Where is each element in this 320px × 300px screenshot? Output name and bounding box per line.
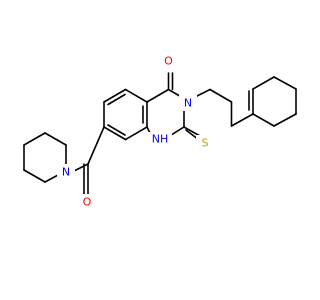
amide-oxygen-label: O [83,196,92,209]
molecule-structure: O N NH S N O [23,53,297,210]
bond [209,88,233,103]
bond [124,126,148,141]
bond [124,88,148,103]
bond [107,93,126,106]
bond [44,132,67,146]
piperidine-nitrogen-label: N [62,166,70,179]
carbonyl-oxygen-label: O [164,55,173,68]
bond [107,124,126,136]
thione-sulfur-label: S [202,137,209,150]
bond [183,126,201,137]
bond [87,126,105,165]
bond [230,113,254,127]
bond [23,132,46,146]
atom-labels: O N NH S N O [57,53,214,210]
bond [252,113,275,127]
bond [23,169,46,183]
bond [273,113,297,127]
ring-nitrogen-label: N [184,97,192,110]
bond [252,76,275,90]
bond [103,88,127,103]
bond [146,88,170,103]
bond [273,76,297,90]
bond [103,126,127,141]
ring-nh-label: NH [152,133,169,146]
